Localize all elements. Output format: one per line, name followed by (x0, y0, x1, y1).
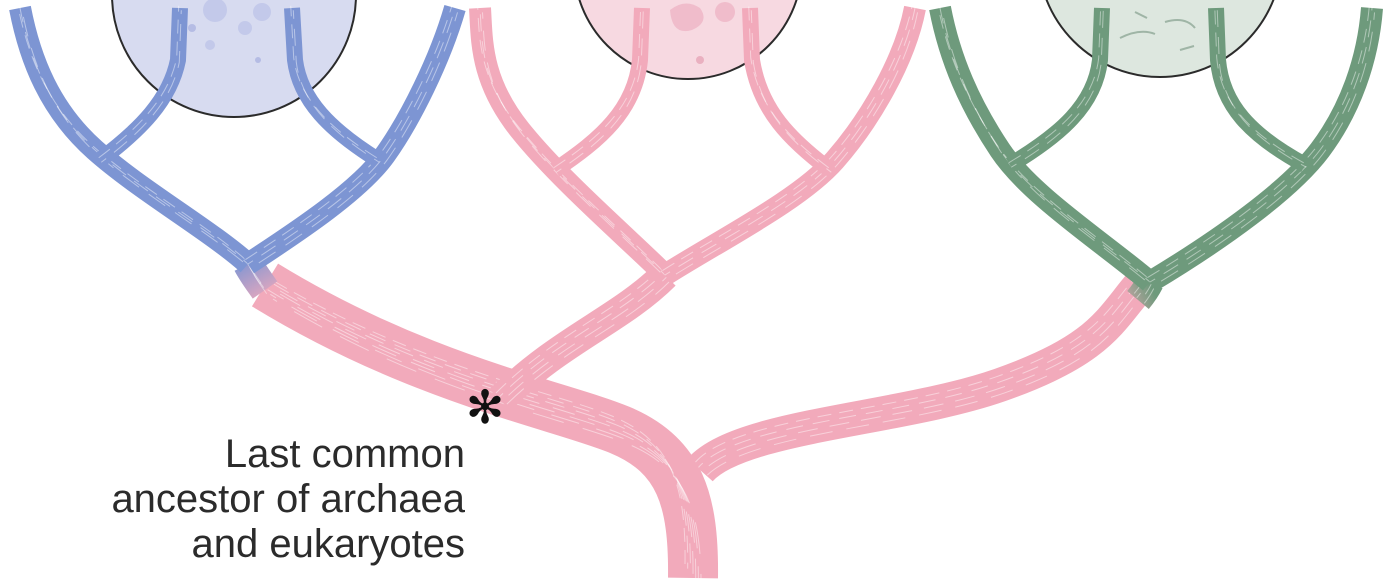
caption-line-1: Last common (111, 432, 465, 477)
caption-line-2: ancestor of archaea (111, 477, 465, 522)
ancestor-caption: Last common ancestor of archaea and euka… (111, 432, 465, 567)
trunk-to-bacteria-branch (695, 277, 1144, 478)
cell-archaea (112, 0, 356, 117)
common-ancestor-marker: ✻ (466, 380, 505, 434)
cell-eukaryote (574, 0, 802, 79)
ancestor-to-eukaryote-branch (496, 268, 669, 407)
caption-line-3: and eukaryotes (111, 522, 465, 567)
cell-bacteria (1038, 0, 1282, 77)
